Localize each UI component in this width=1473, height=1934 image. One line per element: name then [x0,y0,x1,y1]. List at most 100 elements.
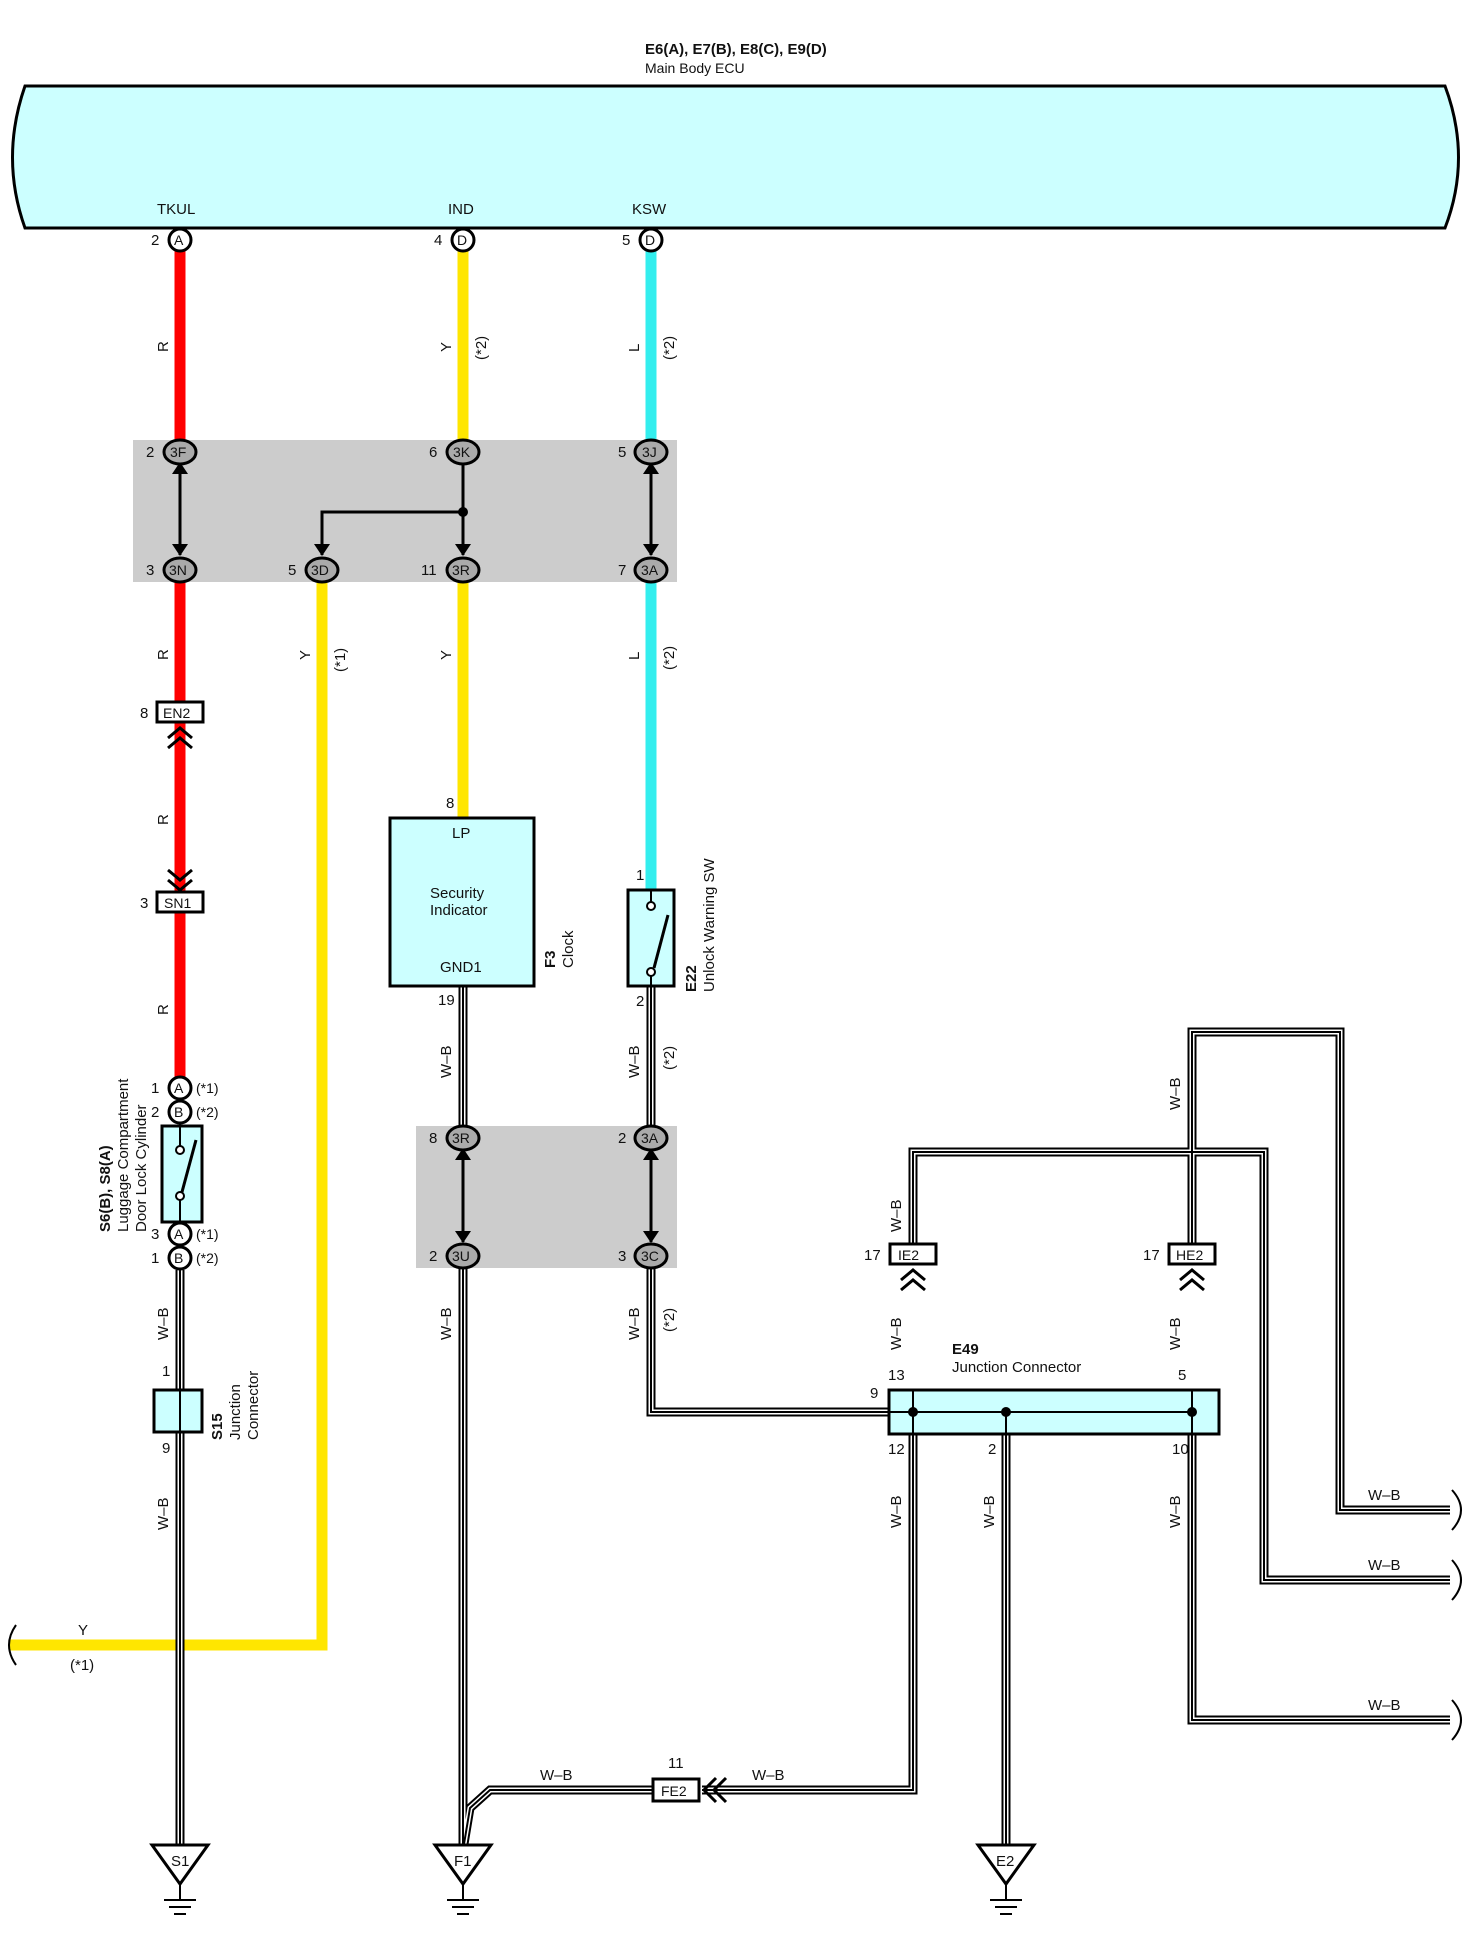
ecu-title: E6(A), E7(B), E8(C), E9(D) [645,41,827,58]
svg-text:Connector: Connector [245,1371,262,1440]
svg-text:12: 12 [888,1441,905,1458]
svg-text:3: 3 [140,895,148,912]
svg-text:9: 9 [162,1440,170,1457]
svg-text:IE2: IE2 [898,1247,919,1263]
svg-text:S15: S15 [209,1413,226,1440]
svg-text:E49: E49 [952,1341,979,1358]
svg-text:W–B: W–B [1167,1495,1184,1528]
svg-text:A: A [174,232,184,248]
svg-text:5: 5 [1178,1367,1186,1384]
ecu-terminal-pins: 2 A 4 D 5 D [151,227,664,253]
svg-text:7: 7 [618,562,626,579]
svg-text:(*1): (*1) [70,1657,94,1674]
s15-junction-connector: 1 9 S15 Junction Connector [152,1363,262,1457]
svg-text:LP: LP [452,825,470,842]
clock-f3: LP 8 Security Indicator GND1 19 F3 Clock [388,795,577,1009]
svg-text:W–B: W–B [155,1307,172,1340]
svg-text:2: 2 [146,444,154,461]
svg-text:W–B: W–B [540,1767,573,1784]
wire-color-labels: R R R R Y (*2) Y Y (*1) L (*2) L (*2) W–… [155,336,1184,1530]
svg-text:W–B: W–B [1368,1487,1401,1504]
svg-text:(*2): (*2) [661,336,678,360]
svg-text:Y: Y [438,650,455,660]
lock-cylinder-name1: Luggage Compartment [115,1078,132,1232]
svg-text:W–B: W–B [1368,1557,1401,1574]
svg-text:(*1): (*1) [196,1226,219,1242]
svg-text:D: D [457,232,467,248]
svg-text:2: 2 [151,232,159,249]
svg-text:1: 1 [151,1250,159,1267]
svg-text:Y: Y [78,1622,88,1639]
ecu-subtitle: Main Body ECU [645,60,745,76]
svg-text:B: B [174,1104,183,1120]
svg-text:W–B: W–B [752,1767,785,1784]
svg-text:W–B: W–B [888,1199,905,1232]
svg-text:W–B: W–B [438,1045,455,1078]
svg-text:1: 1 [151,1080,159,1097]
svg-text:5: 5 [618,444,626,461]
svg-text:R: R [155,341,172,352]
svg-text:11: 11 [421,562,437,579]
svg-text:(*2): (*2) [196,1250,219,1266]
lock-cylinder-name2: Door Lock Cylinder [133,1104,150,1232]
ecu-terminal-ksw: KSW [632,201,667,218]
svg-text:2: 2 [151,1104,159,1121]
svg-text:19: 19 [438,992,455,1009]
junction-top-node [458,507,468,517]
svg-text:1: 1 [636,867,644,884]
unlock-warning-switch: 1 2 E22 Unlock Warning SW [626,858,718,1010]
e49-junction-connector: E49 Junction Connector 13 5 9 12 2 10 [870,1341,1221,1458]
svg-text:W–B: W–B [1368,1697,1401,1714]
svg-text:5: 5 [288,562,296,579]
svg-text:GND1: GND1 [440,959,482,976]
svg-text:(*2): (*2) [473,336,490,360]
svg-text:E22: E22 [683,965,700,992]
svg-text:8: 8 [140,705,148,722]
svg-text:W–B: W–B [981,1495,998,1528]
svg-text:4: 4 [434,232,442,249]
svg-text:(*2): (*2) [196,1104,219,1120]
ecu-body [11,84,1460,230]
svg-text:FE2: FE2 [661,1783,687,1799]
svg-text:3K: 3K [453,444,471,460]
svg-text:W–B: W–B [155,1497,172,1530]
svg-text:W–B: W–B [888,1317,905,1350]
svg-text:L: L [626,652,643,660]
svg-text:Y: Y [438,342,455,352]
svg-text:(*2): (*2) [661,1046,678,1070]
svg-text:E2: E2 [996,1853,1014,1870]
svg-text:1: 1 [162,1363,170,1380]
wire-labels-horizontal: W–B W–B W–B W–B W–B Y (*1) [70,1487,1401,1784]
ground-s1: S1 [149,1843,211,1915]
svg-text:3R: 3R [452,562,470,578]
svg-text:2: 2 [988,1441,996,1458]
svg-text:3D: 3D [311,562,329,578]
lock-cylinder: A 1 (*1) B 2 (*2) A 3 (*1) B 1 (*2) S6(B… [97,1075,219,1271]
svg-text:L: L [626,344,643,352]
svg-text:17: 17 [864,1247,881,1264]
ecu-terminal-ind: IND [448,201,474,218]
svg-text:SN1: SN1 [164,895,191,911]
svg-text:Clock: Clock [560,930,577,968]
svg-text:A: A [174,1080,184,1096]
wire-yellow-3d [10,582,328,1651]
connector-en2: EN2 8 [140,700,205,750]
svg-text:6: 6 [429,444,437,461]
svg-text:2: 2 [618,1130,626,1147]
svg-text:3R: 3R [452,1130,470,1146]
connector-he2: HE2 17 [1143,1242,1217,1292]
wire-break-marks [8,1489,1462,1741]
svg-text:A: A [174,1226,184,1242]
svg-text:F3: F3 [542,950,559,968]
svg-text:W–B: W–B [888,1495,905,1528]
svg-text:11: 11 [668,1755,684,1772]
svg-text:(*1): (*1) [196,1080,219,1096]
svg-text:3F: 3F [170,444,186,460]
svg-text:HE2: HE2 [1176,1247,1203,1263]
junction-mid-internal [461,1150,653,1242]
svg-text:B: B [174,1250,183,1266]
svg-text:8: 8 [446,795,454,812]
svg-text:3C: 3C [641,1248,659,1264]
ground-e2: E2 [975,1843,1037,1915]
